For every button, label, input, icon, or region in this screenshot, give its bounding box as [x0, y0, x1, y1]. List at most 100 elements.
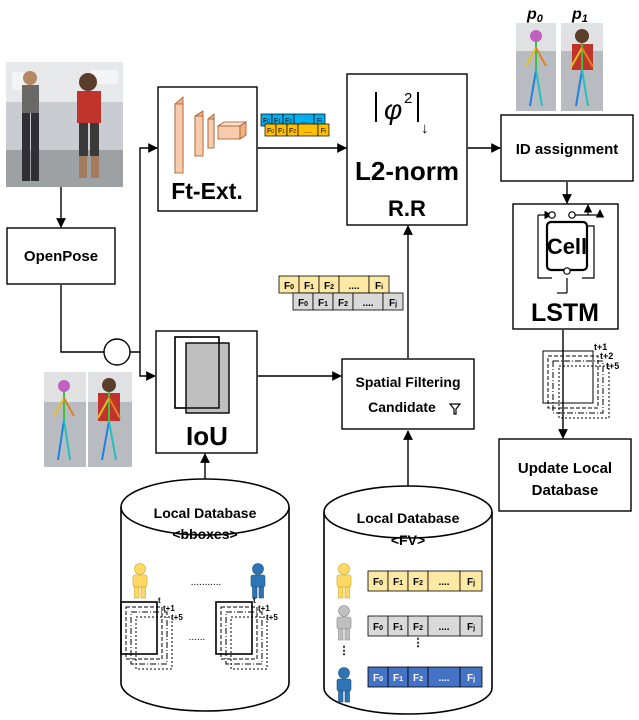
svg-text:F2: F2	[338, 298, 348, 309]
feature-strip-middle: F0 F1 F2 .... Fi F0 F1 F2 .... Fj	[278, 275, 404, 311]
db-bboxes-line1: Local Database	[154, 505, 257, 521]
person-right-photo	[77, 73, 101, 178]
update-database-box: Update Local Database	[498, 438, 632, 512]
svg-text:t: t	[158, 596, 161, 605]
fv-row-blue: F0 F1 F2 .... Fj	[367, 666, 483, 688]
svg-text:....: ....	[438, 622, 449, 633]
svg-text:...........: ...........	[191, 577, 222, 588]
svg-text:F0: F0	[373, 577, 383, 588]
svg-text:F2: F2	[413, 577, 423, 588]
svg-text:F0: F0	[263, 118, 270, 125]
svg-text:F1: F1	[318, 298, 328, 309]
db-fv-line1: Local Database	[357, 510, 460, 526]
rr-label: R.R	[388, 196, 426, 221]
svg-text:....: ....	[348, 281, 359, 292]
feature-strip-small: F0 F1 F2 .... Fi F0 F1 F2 .... Fi	[260, 113, 330, 137]
merge-node	[103, 338, 131, 366]
fv-row-yellow: F0 F1 F2 .... Fj	[367, 570, 483, 592]
database-bboxes: Local Database <bboxes> ........... t t+…	[120, 478, 290, 712]
feature-extractor-box: Ft-Ext.	[157, 86, 258, 212]
svg-text:F1: F1	[274, 118, 281, 125]
svg-text:F1: F1	[393, 577, 403, 588]
svg-text:t+1: t+1	[258, 604, 270, 613]
phi-formula: φ 2 ↓	[375, 90, 429, 137]
svg-text:F2: F2	[413, 622, 423, 633]
svg-text:t+5: t+5	[606, 361, 619, 371]
svg-text:F0: F0	[298, 298, 308, 309]
svg-text:⋮: ⋮	[339, 645, 350, 657]
person-p0-photo	[516, 23, 556, 111]
svg-text:↓: ↓	[421, 120, 429, 137]
cnn-icon	[174, 96, 248, 174]
svg-text:t+1: t+1	[163, 604, 175, 613]
svg-text:F2: F2	[413, 673, 423, 684]
svg-text:Fj: Fj	[389, 298, 397, 309]
l2norm-label: L2-norm	[355, 156, 459, 186]
svg-text:t+1: t+1	[594, 342, 607, 352]
svg-text:....: ....	[304, 128, 312, 135]
update-line2: Database	[532, 482, 599, 499]
svg-text:t+5: t+5	[171, 613, 183, 622]
svg-text:....: ....	[300, 118, 308, 125]
database-fv: Local Database <FV> ⋮ ⋮ F0 F1 F2 .... Fj	[323, 485, 493, 715]
pose-photo-2	[88, 372, 132, 467]
svg-text:t+2: t+2	[600, 351, 613, 361]
svg-text:F0: F0	[284, 281, 294, 292]
svg-text:F0: F0	[373, 622, 383, 633]
openpose-box: OpenPose	[6, 227, 116, 285]
frames-stack-right: t+1 t+2 t+5	[542, 342, 619, 419]
openpose-label: OpenPose	[24, 248, 98, 265]
lstm-label: LSTM	[531, 299, 599, 327]
svg-text:F1: F1	[393, 673, 403, 684]
svg-text:2: 2	[404, 90, 412, 107]
svg-text:F1: F1	[393, 622, 403, 633]
fv-row-gray: F0 F1 F2 .... Fj	[367, 615, 483, 637]
lstm-box: Cell LSTM	[512, 203, 619, 330]
person-left-photo	[22, 71, 39, 181]
svg-text:Fj: Fj	[467, 673, 475, 684]
connectors	[56, 143, 572, 497]
iou-box: IoU	[155, 330, 258, 454]
lstm-cell-icon	[537, 204, 605, 294]
person-p1-photo	[561, 23, 603, 111]
svg-text:Fi: Fi	[317, 118, 322, 125]
svg-text:Fj: Fj	[467, 577, 475, 588]
svg-text:F2: F2	[289, 128, 296, 135]
spatial-line2: Candidate	[368, 399, 436, 415]
cell-label: Cell	[547, 234, 587, 259]
svg-text:F1: F1	[278, 128, 285, 135]
ft-ext-label: Ft-Ext.	[171, 178, 243, 204]
svg-text:Fj: Fj	[467, 622, 475, 633]
svg-text:F2: F2	[324, 281, 334, 292]
label-p0: p0	[526, 6, 544, 25]
label-p1: p1	[571, 6, 588, 25]
input-photo	[6, 62, 123, 187]
svg-text:F0: F0	[267, 128, 274, 135]
svg-text:....: ....	[438, 673, 449, 684]
spatial-filtering-box: Spatial Filtering Candidate	[341, 358, 475, 430]
svg-text:Fi: Fi	[375, 281, 383, 292]
svg-text:F0: F0	[373, 673, 383, 684]
spatial-line1: Spatial Filtering	[355, 374, 460, 390]
svg-text:....: ....	[362, 298, 373, 309]
svg-text:⋮: ⋮	[413, 637, 424, 649]
db-bboxes-line2: <bboxes>	[172, 526, 237, 542]
l2norm-box: φ 2 ↓ L2-norm R.R	[346, 73, 468, 226]
id-assignment-label: ID assignment	[516, 141, 619, 158]
iou-label: IoU	[186, 421, 228, 451]
frames-stack-mid	[215, 601, 268, 670]
svg-text:....: ....	[438, 577, 449, 588]
svg-text:......: ......	[189, 632, 206, 643]
svg-text:F2: F2	[285, 118, 292, 125]
svg-text:φ: φ	[384, 94, 402, 125]
filter-icon	[448, 403, 462, 415]
db-fv-line2: <FV>	[391, 532, 425, 548]
update-line1: Update Local	[518, 460, 612, 477]
svg-text:t: t	[253, 596, 256, 605]
svg-text:t+5: t+5	[266, 613, 278, 622]
pose-photo-1	[44, 372, 86, 467]
svg-text:F1: F1	[304, 281, 314, 292]
svg-text:Fi: Fi	[321, 128, 326, 135]
frames-stack-left	[120, 601, 173, 670]
